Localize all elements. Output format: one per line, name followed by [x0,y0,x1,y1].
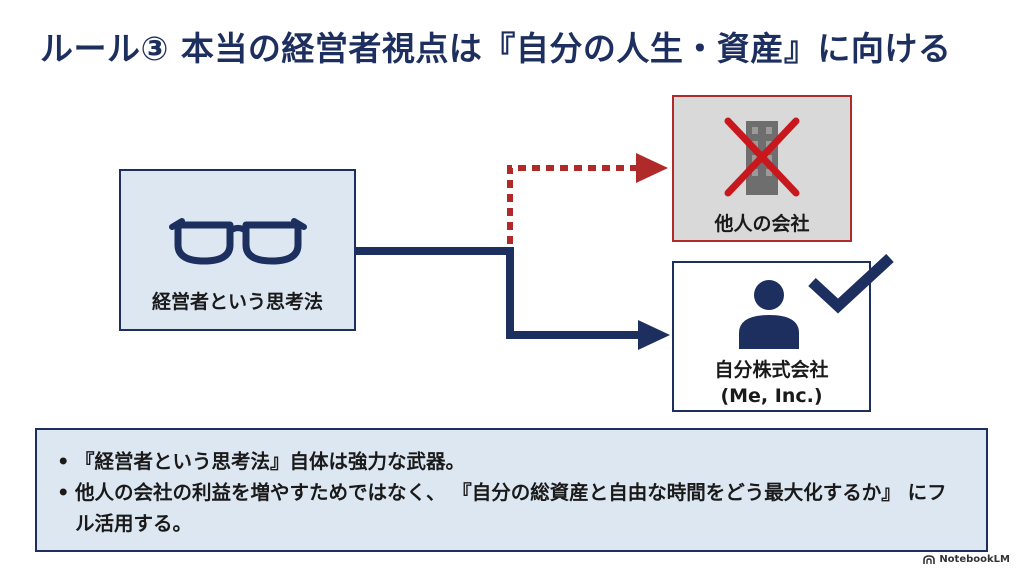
thinking-method-label: 経営者という思考法 [151,291,323,313]
other-company-box: 他人の会社 [672,95,852,242]
summary-list: 『経営者という思考法』自体は強力な武器。 他人の会社の利益を増やすためではなく、… [57,446,966,539]
notebooklm-label: NotebookLM [939,554,1010,565]
summary-bullet-1: 『経営者という思考法』自体は強力な武器。 [57,446,966,477]
thinking-method-box: 経営者という思考法 [119,169,356,331]
dotted-connector-arrow [507,153,668,244]
me-inc-label-en: (Me, Inc.) [720,385,823,407]
slide-title: ルール③ 本当の経営者視点は『自分の人生・資産』に向ける [40,29,952,68]
notebooklm-logo-icon [923,554,936,564]
building-crossed-icon [724,117,800,197]
solid-connector-arrow [356,247,670,350]
checkmark-icon [808,253,894,314]
other-company-label: 他人の会社 [714,213,810,235]
summary-box: 『経営者という思考法』自体は強力な武器。 他人の会社の利益を増やすためではなく、… [35,428,988,552]
summary-bullet-2: 他人の会社の利益を増やすためではなく、 『自分の総資産と自由な時間をどう最大化す… [57,477,966,539]
person-icon [739,280,799,349]
notebooklm-badge: NotebookLM [923,554,1010,565]
me-inc-box: 自分株式会社 (Me, Inc.) [672,261,871,412]
glasses-icon [169,218,307,265]
me-inc-label-jp: 自分株式会社 [714,359,829,381]
